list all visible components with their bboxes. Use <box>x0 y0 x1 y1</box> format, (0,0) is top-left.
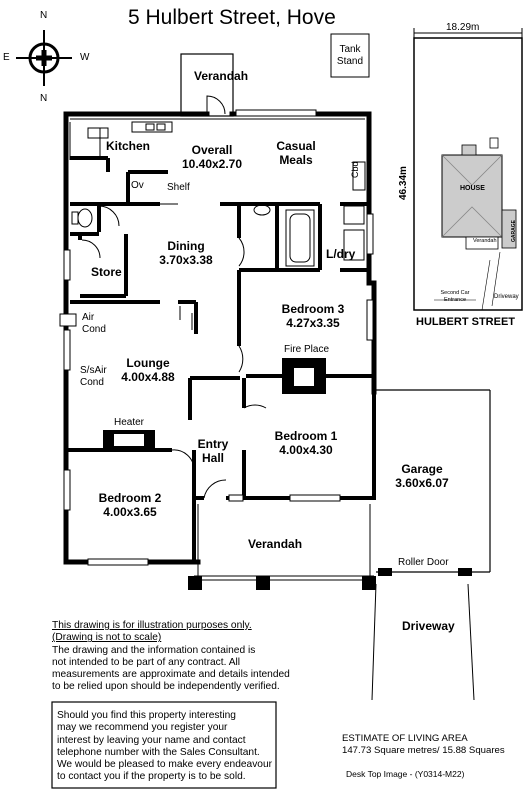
site-depth-label: 46.34m <box>398 166 409 200</box>
tank-stand-box <box>330 33 370 78</box>
heater-label: Heater <box>114 417 145 428</box>
roller-door-label: Roller Door <box>398 557 449 568</box>
cbd-label: Cbd <box>350 161 360 178</box>
contact-text: Should you find this property interestin… <box>57 710 273 783</box>
site-house-label: HOUSE <box>460 185 485 192</box>
compass-icon <box>16 30 72 86</box>
fire-place-label: Fire Place <box>284 344 330 355</box>
windows <box>63 109 374 566</box>
contact-box <box>51 701 277 789</box>
compass-east: E <box>3 52 10 63</box>
site-plan <box>413 28 523 311</box>
door-swings <box>81 95 267 499</box>
kitchen-label: Kitchen <box>106 139 151 153</box>
site-verandah-label: Verandah <box>473 238 497 244</box>
footer-label: Desk Top Image - (Y0314-M22) <box>346 769 465 779</box>
driveway-lines <box>371 583 475 701</box>
verandah-bottom-outline <box>194 504 374 581</box>
compass-n-top: N <box>40 10 48 21</box>
site-garage-label: GARAGE <box>511 220 517 242</box>
site-width-label: 18.29m <box>446 22 480 33</box>
disclaimer-text: This drawing is for illustration purpose… <box>52 620 290 693</box>
air-cond-unit <box>59 313 77 327</box>
verandah-bottom-label: Verandah <box>248 537 303 551</box>
estimate-block: ESTIMATE OF LIVING AREA 147.73 Square me… <box>342 733 505 757</box>
street-label: HULBERT STREET <box>416 316 515 328</box>
driveway-label: Driveway <box>402 619 455 633</box>
laundry-label: L/dry <box>326 247 356 261</box>
shelf-label: Shelf <box>167 182 190 193</box>
bathroom-fittings <box>71 204 365 267</box>
verandah-top-label: Verandah <box>194 69 249 83</box>
page-title: 5 Hulbert Street, Hove <box>128 6 336 29</box>
compass-west: W <box>80 52 90 63</box>
ov-label: Ov <box>131 180 144 191</box>
store-label: Store <box>91 265 122 279</box>
compass-n-bottom: N <box>40 93 48 104</box>
site-driveway-label: Driveway <box>494 294 519 300</box>
kitchen-benches <box>69 121 366 191</box>
